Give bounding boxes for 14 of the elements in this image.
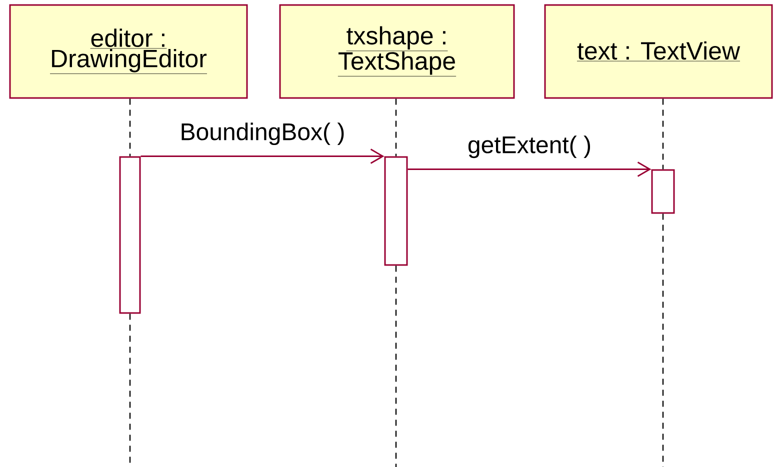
object-box: txshape : TextShape (279, 4, 515, 99)
activation-bar (651, 169, 675, 214)
lifeline (662, 98, 664, 170)
activation-bar (384, 156, 408, 266)
lifeline (395, 98, 397, 156)
message-label: getExtent( ) (466, 134, 593, 160)
message-arrow (140, 148, 384, 164)
message-arrow (408, 162, 652, 177)
message-label: BoundingBox( ) (178, 122, 346, 146)
lifeline (395, 266, 397, 467)
object-box: text : TextView (544, 4, 773, 99)
activation-bar (119, 156, 141, 314)
lifeline (129, 98, 131, 156)
object-box: editor : DrawingEditor (9, 4, 248, 99)
